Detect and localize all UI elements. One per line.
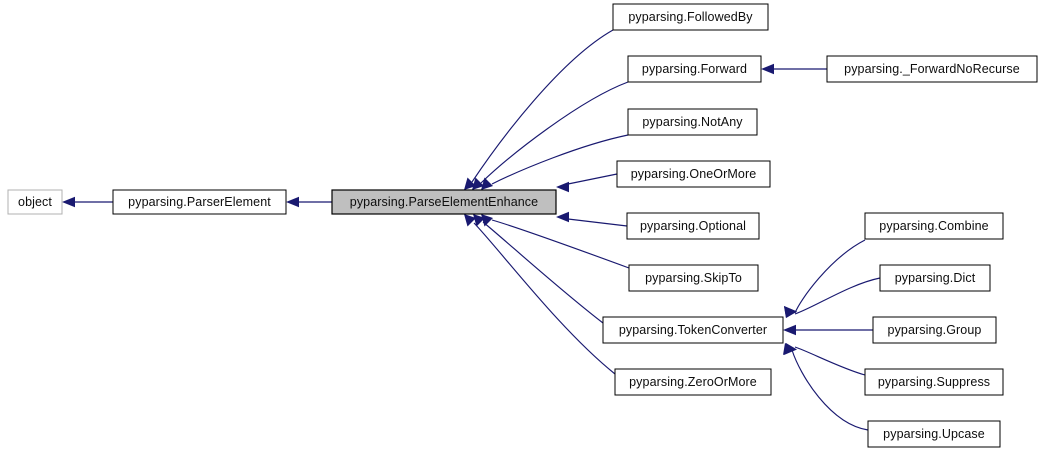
- arrowhead-icon: [783, 324, 796, 336]
- node-followedby[interactable]: pyparsing.FollowedBy: [612, 3, 769, 31]
- node-label: pyparsing.SkipTo: [645, 271, 742, 285]
- node-label: pyparsing.FollowedBy: [628, 10, 753, 24]
- node-label: pyparsing.Forward: [642, 62, 747, 76]
- node-zeroormore[interactable]: pyparsing.ZeroOrMore: [614, 368, 772, 396]
- edge-dict-to-tokenconverter: [784, 277, 881, 318]
- edge-line: [567, 218, 628, 227]
- node-label: pyparsing.Optional: [640, 219, 746, 233]
- node-box[interactable]: [879, 264, 991, 292]
- node-box[interactable]: [112, 189, 287, 215]
- node-suppress[interactable]: pyparsing.Suppress: [864, 368, 1004, 396]
- node-tokenconverter[interactable]: pyparsing.TokenConverter: [602, 316, 784, 344]
- edge-zeroormore-to-parseelementenh: [464, 214, 616, 375]
- edge-line: [567, 173, 618, 185]
- node-box[interactable]: [331, 189, 557, 215]
- arrowhead-icon: [556, 211, 569, 223]
- edge-line: [482, 221, 604, 324]
- node-oneormore[interactable]: pyparsing.OneOrMore: [616, 160, 771, 188]
- node-skipto[interactable]: pyparsing.SkipTo: [628, 264, 759, 292]
- edge-forward-to-parseelementenh: [472, 81, 629, 190]
- edge-parserelement-to-object: [62, 196, 113, 208]
- nodes-layer: object pyparsing.ParserElement pyparsing.P…: [7, 3, 1038, 448]
- edge-line: [794, 346, 866, 376]
- node-box[interactable]: [867, 420, 1001, 448]
- node-label: pyparsing.OneOrMore: [631, 167, 757, 181]
- node-label: object: [18, 195, 52, 209]
- arrowhead-icon: [784, 306, 797, 318]
- edge-line: [794, 239, 866, 314]
- edge-group-to-tokenconverter: [783, 324, 873, 336]
- edge-line: [491, 219, 630, 269]
- node-box[interactable]: [864, 212, 1004, 240]
- node-box[interactable]: [602, 316, 784, 344]
- edges-layer: [62, 29, 881, 431]
- edge-optional-to-parseelementenh: [556, 211, 628, 227]
- edge-oneormore-to-parseelementenh: [556, 173, 618, 193]
- edge-line: [794, 277, 881, 315]
- node-combine[interactable]: pyparsing.Combine: [864, 212, 1004, 240]
- arrowhead-icon: [481, 177, 493, 190]
- edge-combine-to-tokenconverter: [784, 239, 866, 318]
- node-label: pyparsing.Combine: [879, 219, 988, 233]
- edge-line: [491, 134, 629, 185]
- arrowhead-icon: [464, 214, 476, 227]
- node-object[interactable]: object: [7, 189, 63, 215]
- edge-parseelementenh-to-parserelement: [286, 196, 332, 208]
- node-upcase[interactable]: pyparsing.Upcase: [867, 420, 1001, 448]
- edge-followedby-to-parseelementenh: [464, 29, 614, 190]
- node-box[interactable]: [872, 316, 997, 344]
- arrowhead-icon: [472, 177, 484, 190]
- node-label: pyparsing.Group: [888, 323, 982, 337]
- node-label: pyparsing._ForwardNoRecurse: [844, 62, 1020, 76]
- edge-line: [471, 29, 614, 183]
- node-box[interactable]: [616, 160, 771, 188]
- node-box[interactable]: [826, 55, 1038, 83]
- node-box[interactable]: [626, 212, 760, 240]
- arrowhead-icon: [783, 343, 796, 355]
- node-box[interactable]: [627, 55, 762, 83]
- node-forwardnorecurse[interactable]: pyparsing._ForwardNoRecurse: [826, 55, 1038, 83]
- edge-tokenconverter-to-parseelementenh: [473, 214, 604, 324]
- edge-skipto-to-parseelementenh: [481, 214, 630, 269]
- edge-line: [480, 81, 629, 184]
- edge-upcase-to-tokenconverter: [783, 343, 869, 431]
- edge-line: [473, 222, 616, 375]
- node-group[interactable]: pyparsing.Group: [872, 316, 997, 344]
- node-optional[interactable]: pyparsing.Optional: [626, 212, 760, 240]
- node-parseelementenh[interactable]: pyparsing.ParseElementEnhance: [331, 189, 557, 215]
- arrowhead-icon: [761, 63, 774, 75]
- node-label: pyparsing.Suppress: [878, 375, 990, 389]
- node-parserelement[interactable]: pyparsing.ParserElement: [112, 189, 287, 215]
- node-label: pyparsing.Upcase: [883, 427, 985, 441]
- node-box[interactable]: [7, 189, 63, 215]
- node-label: pyparsing.Dict: [895, 271, 976, 285]
- node-forward[interactable]: pyparsing.Forward: [627, 55, 762, 83]
- arrowhead-icon: [62, 196, 75, 208]
- arrowhead-icon: [556, 181, 569, 193]
- edge-suppress-to-tokenconverter: [784, 343, 866, 376]
- edge-line: [791, 349, 869, 431]
- arrowhead-icon: [473, 214, 485, 227]
- node-label: pyparsing.ParserElement: [128, 195, 271, 209]
- node-box[interactable]: [612, 3, 769, 31]
- node-notany[interactable]: pyparsing.NotAny: [627, 108, 758, 136]
- node-label: pyparsing.TokenConverter: [619, 323, 767, 337]
- node-label: pyparsing.ParseElementEnhance: [350, 195, 538, 209]
- node-box[interactable]: [628, 264, 759, 292]
- node-box[interactable]: [627, 108, 758, 136]
- edge-forwardnorecurse-to-forward: [761, 63, 827, 75]
- node-label: pyparsing.NotAny: [642, 115, 743, 129]
- node-label: pyparsing.ZeroOrMore: [629, 375, 757, 389]
- node-dict[interactable]: pyparsing.Dict: [879, 264, 991, 292]
- edge-notany-to-parseelementenh: [481, 134, 629, 190]
- node-box[interactable]: [614, 368, 772, 396]
- node-box[interactable]: [864, 368, 1004, 396]
- arrowhead-icon: [286, 196, 299, 208]
